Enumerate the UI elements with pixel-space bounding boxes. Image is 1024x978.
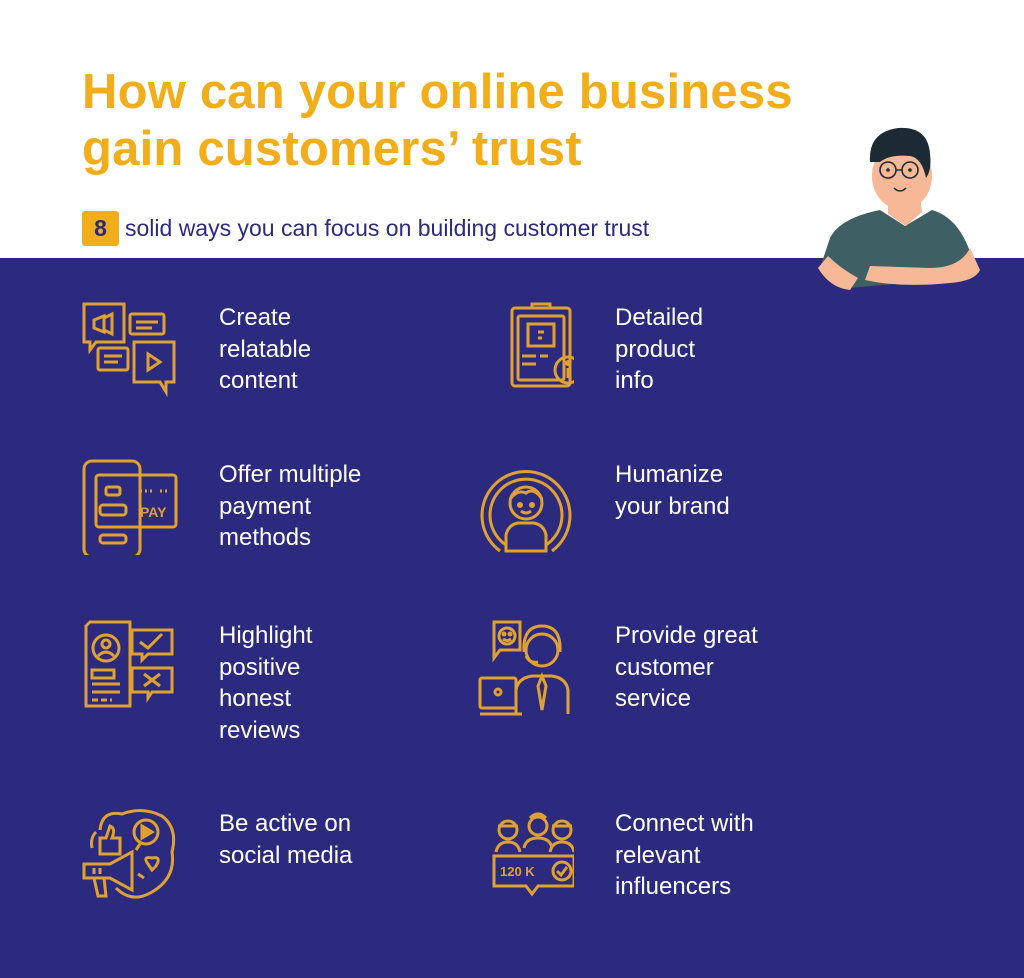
tip-label: Offer multiple payment methods <box>219 461 362 551</box>
clipboard-product-info-icon <box>510 302 574 388</box>
subtitle-text: solid ways you can focus on building cus… <box>125 215 650 241</box>
content-chat-bubbles-icon <box>82 302 176 398</box>
tip-label: Create relatable content <box>219 304 312 394</box>
tip-item-product-info: Detailed product info <box>478 302 703 398</box>
tip-item-humanize-brand: Humanize your brand <box>478 459 730 555</box>
tip-item-influencers: 120 K Connect with relevant influencers <box>478 808 754 904</box>
header-section: How can your online business gain custom… <box>0 0 1024 258</box>
tip-label: Be active on social media <box>219 810 353 869</box>
tip-label: Connect with relevant influencers <box>615 810 754 900</box>
mobile-payment-card-icon: PAY <box>82 459 178 555</box>
page-title: How can your online business gain custom… <box>82 64 793 178</box>
title-line-2: gain customers’ trust <box>82 122 582 176</box>
tip-label: Humanize your brand <box>615 461 730 520</box>
tip-label: Highlight positive honest reviews <box>219 622 313 744</box>
tip-label: Provide great customer service <box>615 622 758 712</box>
count-badge: 8 <box>82 211 119 246</box>
review-document-icon <box>84 620 174 708</box>
tip-item-payment-methods: PAY Offer multiple payment methods <box>82 459 361 555</box>
tip-label: Detailed product info <box>615 304 704 394</box>
title-line-1: How can your online business <box>82 65 793 119</box>
tip-item-customer-service: Provide great customer service <box>478 620 758 716</box>
tip-item-reviews: Highlight positive honest reviews <box>82 620 312 744</box>
mascot-illustration <box>818 127 980 290</box>
customer-support-agent-icon <box>478 620 570 716</box>
subtitle-row: 8 solid ways you can focus on building c… <box>82 211 649 246</box>
svg-text:PAY: PAY <box>140 504 167 520</box>
person-circle-icon <box>480 470 572 553</box>
influencers-group-icon: 120 K <box>492 812 574 897</box>
megaphone-social-icon <box>82 809 176 899</box>
tip-item-create-content: Create relatable content <box>82 302 311 398</box>
svg-text:120 K: 120 K <box>500 864 535 879</box>
tip-item-social-media: Be active on social media <box>82 808 352 904</box>
